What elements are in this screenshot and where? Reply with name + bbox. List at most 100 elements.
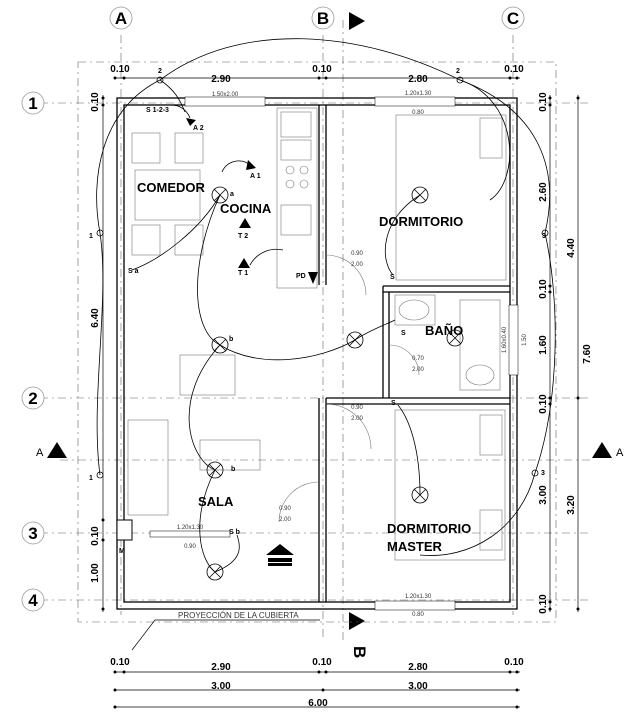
window-labels: 1.50x2.00 1.20x1.30 0.80 1.20x1.30 0.80 … (177, 91, 528, 618)
light-dormitorio (411, 186, 429, 204)
dim-right-d: 1.60 (538, 335, 549, 355)
axis-label-4: 4 (28, 591, 38, 610)
light-bano (446, 329, 464, 347)
room-label-cocina: COCINA (220, 201, 272, 216)
door-label-d3b: 2.00 (351, 416, 363, 422)
mark-sa: S a (128, 268, 139, 275)
dims-top: 0.10 2.90 0.10 2.80 0.10 (110, 64, 524, 85)
entrance-arrow (266, 544, 294, 566)
light-hall-2 (346, 331, 364, 349)
dim-top-d: 2.80 (408, 74, 428, 85)
dim-bottom-b: 2.90 (211, 662, 231, 673)
window-label-w2s: 0.80 (412, 110, 424, 116)
dim-right-e: 0.10 (538, 394, 549, 414)
dims-bottom: 0.10 2.90 0.10 2.80 0.10 3.00 3.00 6.00 (110, 657, 524, 709)
section-marker-a-left: A (36, 442, 67, 459)
dim-bottom-c: 0.10 (312, 657, 332, 668)
dim-left-c: 0.10 (90, 526, 101, 546)
section-marker-b-top (349, 12, 365, 30)
mark-t2: T 2 (238, 233, 248, 240)
dim-bottom-a: 0.10 (110, 657, 130, 668)
window-label-w3s: 0.80 (412, 612, 424, 618)
window-label-w4: 1.20x1.30 (177, 525, 204, 531)
dim-right-c: 0.10 (538, 279, 549, 299)
bathroom-fixtures (394, 294, 501, 391)
bed-master (394, 409, 506, 561)
dim-bottom-e: 0.10 (504, 657, 524, 668)
mark-t1: T 1 (238, 270, 248, 277)
exterior-point-2-left (156, 76, 164, 84)
axis-bubble-c: C (501, 6, 525, 30)
window-label-w3: 1.20x1.30 (405, 594, 432, 600)
dim-right-h: 4.40 (566, 238, 577, 258)
exterior-point-3-top (541, 229, 549, 237)
dim-right-a: 0.10 (538, 92, 549, 112)
axis-label-a: A (115, 9, 127, 28)
axis-bubble-2: 2 (21, 386, 45, 410)
mark-lb: b (229, 336, 233, 343)
room-label-comedor: COMEDOR (137, 180, 206, 195)
axis-bubble-b: B (311, 6, 335, 30)
mark-s123: S 1-2-3 (146, 107, 169, 114)
door-label-d4a: 0.90 (279, 506, 291, 512)
mark-n2b: 2 (456, 68, 460, 75)
room-label-bano: BAÑO (425, 323, 463, 338)
section-label-a-left: A (36, 447, 44, 459)
exterior-point-2-right (456, 76, 464, 84)
dim-top-a: 0.10 (110, 64, 130, 75)
door-label-d4b: 2.00 (279, 517, 291, 523)
light-fixtures (96, 76, 549, 581)
mark-pd: PD (296, 273, 306, 280)
mark-a1: A 1 (250, 173, 261, 180)
window-label-w2: 1.20x1.30 (405, 91, 432, 97)
mark-se: S (391, 400, 396, 407)
living-sofas (127, 354, 261, 516)
dim-right-f: 3.00 (538, 485, 549, 505)
exterior-point-3-bottom (531, 469, 539, 477)
dim-bottom-d: 2.80 (408, 662, 428, 673)
section-label-b: B (350, 646, 369, 658)
kitchen-counter (276, 107, 318, 289)
mark-sb: S b (229, 529, 240, 536)
door-labels: 0.90 2.00 0.70 2.00 0.90 2.00 0.90 2.00 (279, 251, 424, 523)
roof-projection-label: PROYECCIÓN DE LA CUBIERTA (131, 611, 320, 651)
bed-dormitorio (395, 114, 507, 281)
mark-n2: 2 (158, 68, 162, 75)
mark-la: a (230, 191, 234, 198)
door-label-d3a: 0.90 (351, 405, 363, 411)
outlet-arrows (169, 104, 318, 284)
roof-projection-text: PROYECCIÓN DE LA CUBIERTA (178, 611, 299, 620)
axis-label-b: B (317, 9, 329, 28)
section-marker-a-right: A (592, 442, 624, 459)
window-label-w1: 1.50x2.00 (212, 92, 239, 98)
light-master (411, 486, 429, 504)
axis-bubble-3: 3 (21, 521, 45, 545)
window-label-w4s: 0.90 (184, 544, 196, 550)
room-labels: COMEDOR COCINA DORMITORIO BAÑO SALA DORM… (137, 180, 471, 554)
dim-top-c: 0.10 (312, 64, 332, 75)
axis-bubble-4: 4 (21, 588, 45, 612)
mark-n3b: 3 (541, 470, 545, 477)
mark-m: M (119, 548, 125, 555)
room-label-master-1: DORMITORIO (387, 521, 471, 536)
dim-bottom-f: 3.00 (211, 681, 231, 692)
roof-projection-outline (77, 61, 557, 623)
axis-label-c: C (507, 9, 519, 28)
dim-top-e: 0.10 (504, 64, 524, 75)
mark-n3: 3 (542, 233, 546, 240)
section-label-a-right: A (616, 447, 624, 459)
dim-right-g: 0.10 (538, 594, 549, 614)
dim-right-i: 3.20 (566, 495, 577, 515)
door-label-d1b: 2.00 (351, 262, 363, 268)
mark-lb2: b (231, 466, 235, 473)
light-hall (211, 336, 229, 354)
axis-label-1: 1 (28, 94, 37, 113)
axis-bubble-a: A (109, 6, 133, 30)
light-exterior (206, 563, 224, 581)
dim-top-b: 2.90 (211, 74, 231, 85)
room-label-master-2: MASTER (387, 539, 443, 554)
room-label-sala: SALA (198, 494, 234, 509)
mark-n1: 1 (89, 233, 93, 240)
axis-label-3: 3 (28, 524, 37, 543)
section-marker-b-bottom: B (349, 612, 369, 658)
